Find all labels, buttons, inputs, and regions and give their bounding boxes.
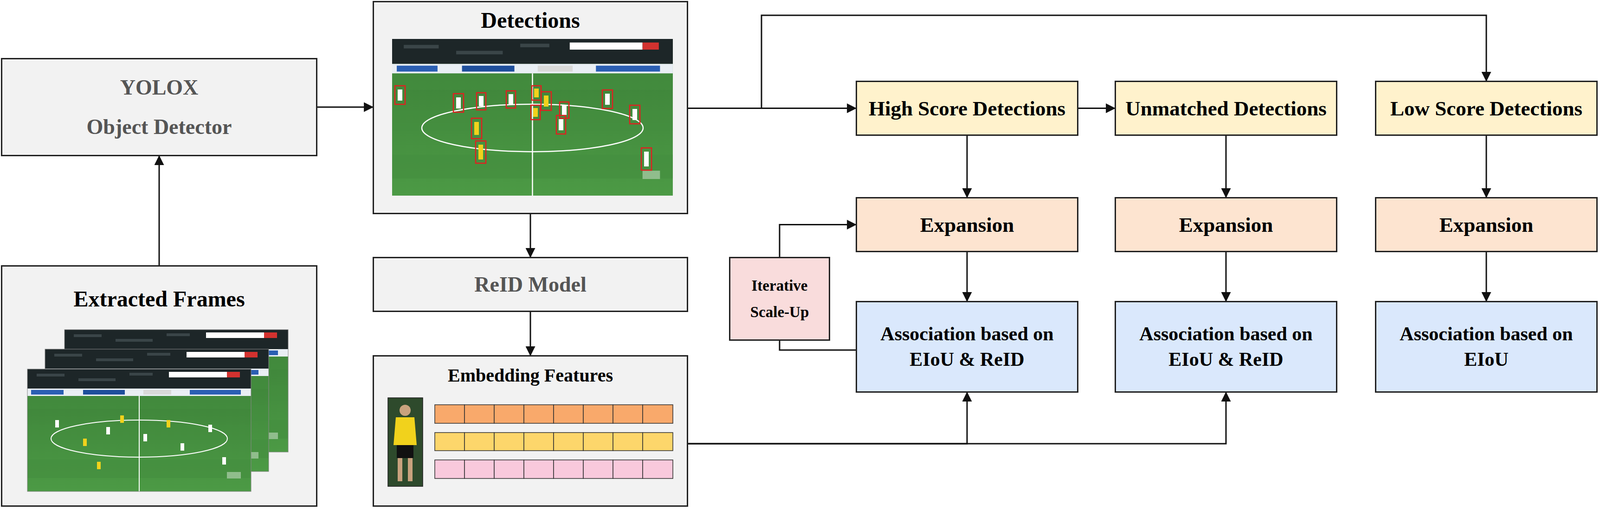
detections-box: Low Score Detections (1374, 80, 1598, 136)
box-label: Expansion (1179, 212, 1274, 238)
detections-box: Unmatched Detections (1114, 80, 1338, 136)
process-box: Expansion (855, 197, 1079, 253)
flow-arrow (688, 15, 1487, 109)
box-label: Iterative Scale-Up (737, 272, 822, 325)
flow-arrow (1485, 252, 1488, 302)
box-label: Expansion (1439, 212, 1534, 238)
box-label: Association based on EIoU & ReID (864, 321, 1070, 373)
process-box: Expansion (1114, 197, 1338, 253)
flow-arrow (1078, 107, 1115, 110)
process-box: Expansion (1374, 197, 1598, 253)
flow-arrow (1485, 135, 1488, 198)
flow-arrow (688, 393, 1226, 445)
association-box: Association based on EIoU (1374, 301, 1598, 394)
flow-arrow (1225, 135, 1227, 198)
model-box: YOLOX Object Detector (0, 58, 318, 157)
box-label: High Score Detections (868, 96, 1066, 122)
flow-arrow (1225, 252, 1227, 302)
flow-arrow (529, 312, 532, 356)
box-label: Object Detector (86, 114, 233, 140)
box-label: Unmatched Detections (1125, 96, 1327, 122)
box-label: Detections (480, 6, 580, 34)
flow-arrow (688, 107, 856, 110)
panel-box: Embedding Features (372, 355, 689, 508)
box-label: YOLOX (120, 74, 199, 101)
box-label: Association based on EIoU (1383, 321, 1589, 373)
flow-arrow (779, 225, 856, 258)
box-label: Embedding Features (447, 364, 613, 388)
box-label: Low Score Detections (1390, 96, 1583, 122)
association-box: Association based on EIoU & ReID (855, 301, 1079, 394)
association-box: Association based on EIoU & ReID (1114, 301, 1338, 394)
model-box: ReID Model (372, 257, 689, 313)
flow-arrow (779, 341, 856, 351)
flow-arrow (966, 135, 968, 198)
flow-arrow (158, 156, 161, 266)
panel-box: Extracted Frames (0, 265, 318, 508)
panel-box: Detections (372, 0, 689, 215)
detections-box: High Score Detections (855, 80, 1079, 136)
flow-arrow (688, 393, 968, 445)
box-label: Extracted Frames (73, 285, 245, 313)
box-label: Association based on EIoU & ReID (1123, 321, 1329, 373)
loop-box: Iterative Scale-Up (729, 257, 831, 342)
box-label: Expansion (920, 212, 1015, 238)
flow-arrow (529, 214, 532, 258)
box-label: ReID Model (474, 271, 587, 298)
flow-arrow (317, 106, 373, 109)
flow-arrow (966, 252, 968, 302)
